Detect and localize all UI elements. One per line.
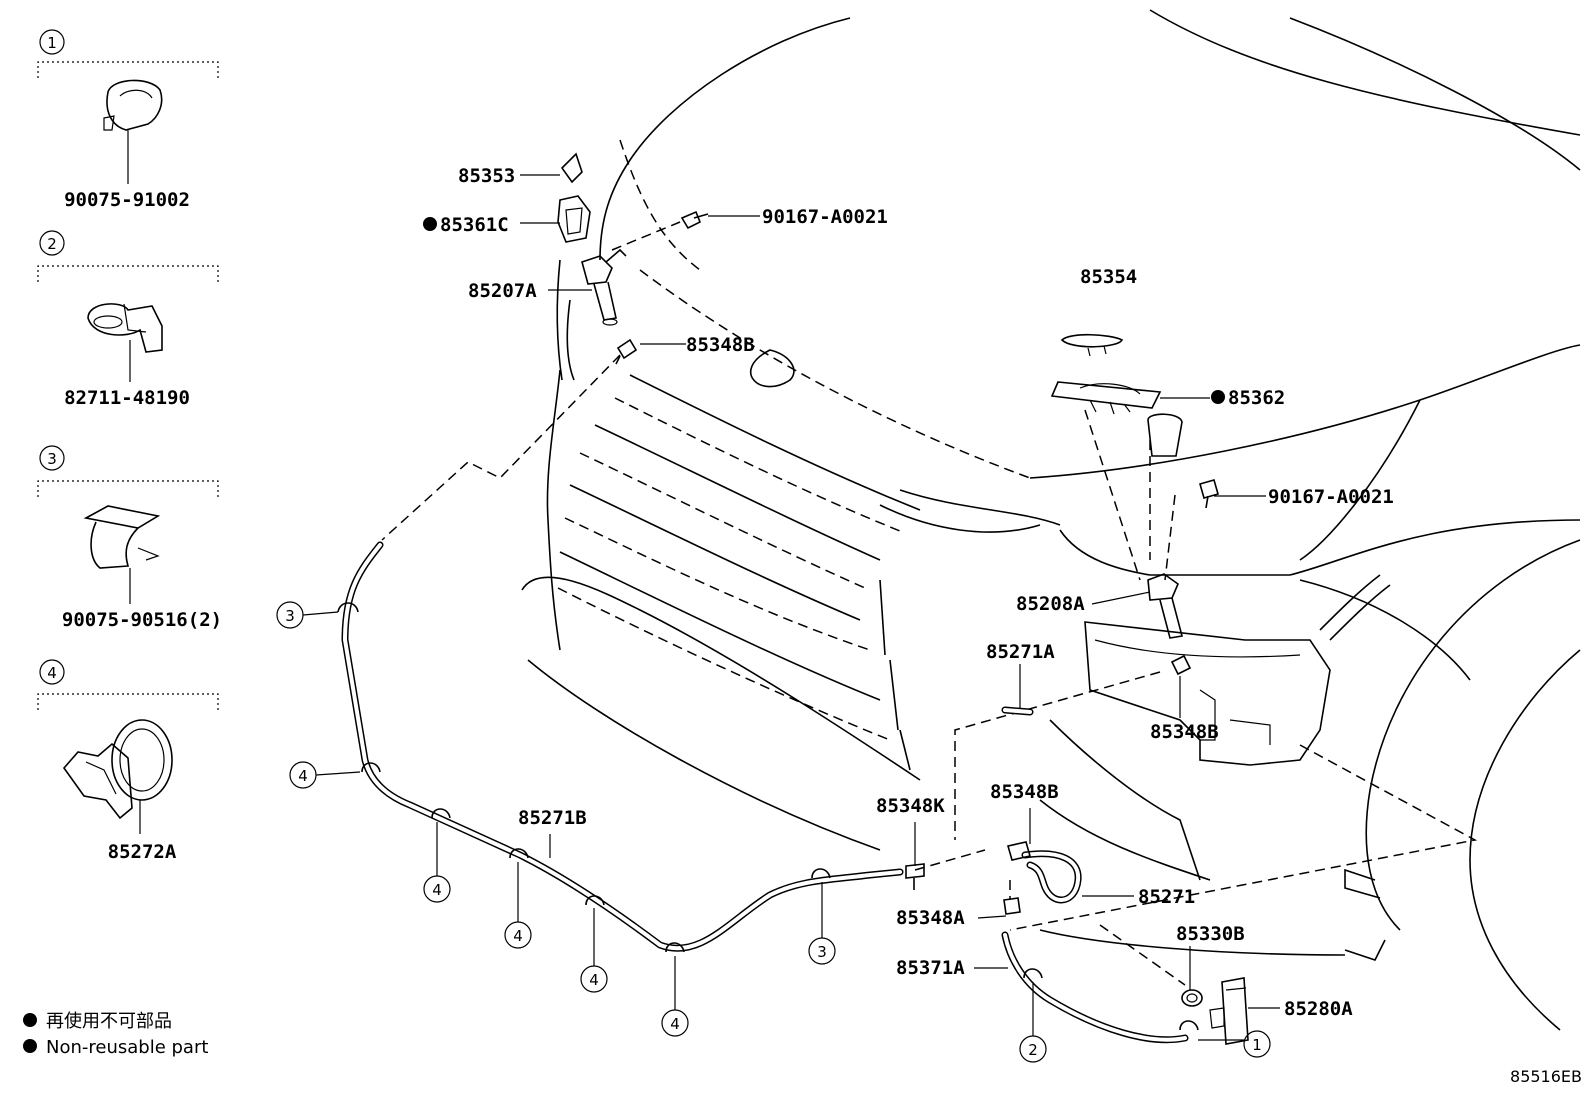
hose-clamps xyxy=(337,602,1199,1031)
callout-4-c: 4 xyxy=(589,971,599,989)
side-panel-4-number: 4 xyxy=(47,664,57,682)
joint-85348b-low-icon xyxy=(1006,841,1032,861)
label-85271a: 85271A xyxy=(986,641,1055,663)
washer-tank xyxy=(1084,574,1391,766)
callout-4-a: 4 xyxy=(432,881,442,899)
label-90167-b: 90167-A0021 xyxy=(1268,486,1394,508)
label-85371a: 85371A xyxy=(896,957,965,979)
pump-85280a-icon xyxy=(1209,977,1249,1045)
label-85348b-mid: 85348B xyxy=(1150,721,1219,743)
legend: 再使用不可部品 Non-reusable part xyxy=(23,1011,208,1058)
clamp-2-icon xyxy=(87,303,163,382)
side-panel-1-number: 1 xyxy=(47,34,57,52)
clamp-4-icon xyxy=(62,719,173,834)
label-85362: 85362 xyxy=(1228,387,1285,409)
callout-3-right: 3 xyxy=(817,943,827,961)
label-85361c: 85361C xyxy=(440,214,509,236)
label-85348a: 85348A xyxy=(896,907,965,929)
callout-1: 1 xyxy=(1252,1036,1262,1054)
non-reusable-mark xyxy=(1211,390,1225,404)
label-90167-a: 90167-A0021 xyxy=(762,206,888,228)
label-85207a: 85207A xyxy=(468,280,537,302)
label-leader-lines xyxy=(302,174,1280,1041)
label-85348k: 85348K xyxy=(876,795,945,817)
cover-85361c-icon xyxy=(557,195,591,243)
side-panel-2: 2 82711-48190 xyxy=(37,230,219,409)
clamp-1-icon xyxy=(103,79,163,184)
joint-85348k-icon xyxy=(905,863,925,890)
callout-4-d: 4 xyxy=(670,1015,680,1033)
assembly-leader-lines xyxy=(381,221,1478,986)
part-labels: 85353 85361C 90167-A0021 85207A 85348B 8… xyxy=(423,165,1394,1020)
joint-85348b-mid-icon xyxy=(1170,654,1192,676)
hose-85271b xyxy=(341,541,904,952)
label-85280a: 85280A xyxy=(1284,998,1353,1020)
legend-text-jp: 再使用不可部品 xyxy=(46,1011,172,1032)
bolt-90167b-icon xyxy=(1199,479,1219,509)
hose-85271a xyxy=(1001,706,1034,716)
side-panel-3-part: 90075-90516(2) xyxy=(62,609,222,631)
side-panel-1-part: 90075-91002 xyxy=(64,189,190,211)
legend-dot xyxy=(23,1013,37,1027)
label-85271b: 85271B xyxy=(518,807,587,829)
vehicle-body-outline xyxy=(521,9,1581,1031)
label-85208a: 85208A xyxy=(1016,593,1085,615)
clip-callouts: 3 4 4 4 4 4 3 2 1 xyxy=(276,601,1271,1063)
cap-85353-icon xyxy=(560,152,583,184)
bolt-90167a-icon xyxy=(680,210,709,230)
side-panel-4: 4 85272A xyxy=(37,659,219,863)
joint-85348a-icon xyxy=(1003,897,1021,915)
hose-85271 xyxy=(1021,850,1082,904)
clamp-3-icon xyxy=(83,505,161,604)
hose-85371a xyxy=(1001,931,1189,1044)
grommet-85330b-icon xyxy=(1181,989,1203,1007)
joint-85348b-top-icon xyxy=(615,338,638,365)
legend-text-en: Non-reusable part xyxy=(46,1037,208,1058)
side-panel-3-number: 3 xyxy=(47,450,57,468)
label-85271: 85271 xyxy=(1138,886,1195,908)
nozzle-85207a-icon xyxy=(581,248,627,326)
label-85348b-top: 85348B xyxy=(686,334,755,356)
label-85354: 85354 xyxy=(1080,266,1137,288)
side-panel-1: 1 90075-91002 xyxy=(37,29,219,211)
callout-3-top: 3 xyxy=(285,607,295,625)
side-panel-2-part: 82711-48190 xyxy=(64,387,190,409)
callout-4-b: 4 xyxy=(513,927,523,945)
cover-85362-icon xyxy=(1050,381,1162,415)
label-85353: 85353 xyxy=(458,165,515,187)
legend-dot xyxy=(23,1039,37,1053)
callout-4-left: 4 xyxy=(298,767,308,785)
grille-slats xyxy=(557,349,921,771)
side-panel-4-part: 85272A xyxy=(108,841,177,863)
label-85330b: 85330B xyxy=(1176,923,1245,945)
non-reusable-mark xyxy=(423,217,437,231)
cap-85354-icon xyxy=(1060,333,1124,357)
side-panel-3: 3 90075-90516(2) xyxy=(37,445,222,631)
diagram-code: 85516EB xyxy=(1510,1067,1582,1086)
callout-2: 2 xyxy=(1028,1041,1038,1059)
nozzle-85208a-icon xyxy=(1147,413,1183,639)
side-panel-2-number: 2 xyxy=(47,235,57,253)
label-85348b-low: 85348B xyxy=(990,781,1059,803)
